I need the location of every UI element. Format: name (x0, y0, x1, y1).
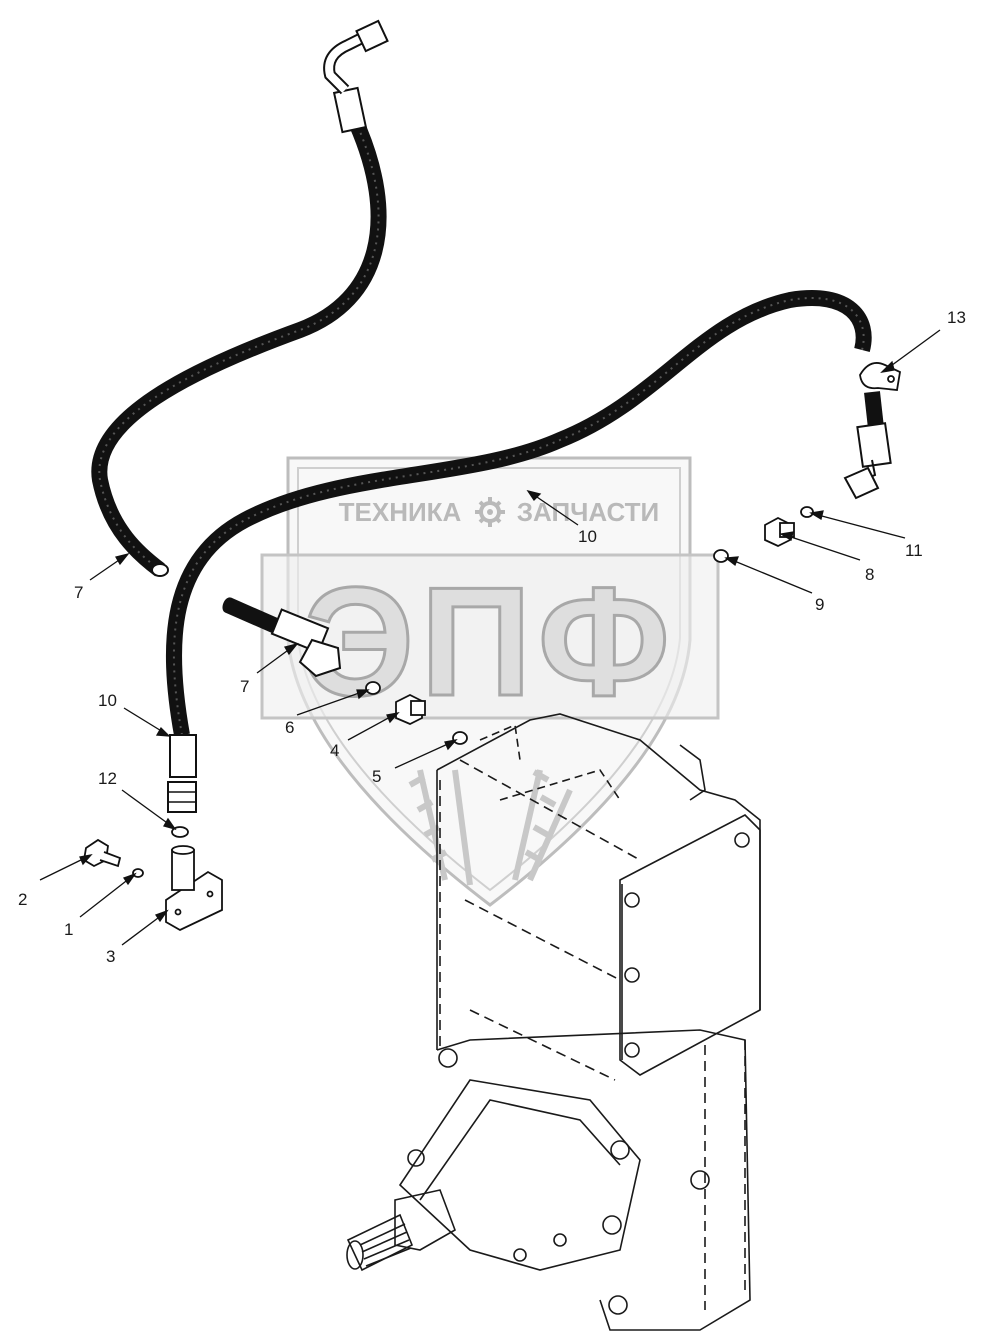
hose-7-upper (91, 19, 389, 577)
callout-9: 9 (815, 595, 824, 614)
callout-1: 1 (64, 920, 73, 939)
watermark-right-word: ЗАПЧАСТИ (517, 497, 660, 527)
leader-lines (39, 329, 941, 946)
callouts: 13 10 11 8 9 7 7 6 4 5 10 12 2 1 3 (18, 308, 966, 966)
callout-11: 11 (905, 541, 923, 560)
callout-13: 13 (947, 308, 966, 327)
bolt-2 (83, 838, 122, 868)
gearbox-housing (346, 713, 761, 1331)
wheat-icon (408, 769, 573, 886)
callout-7-upper: 7 (74, 583, 83, 602)
callout-5: 5 (372, 767, 381, 786)
o-ring-9 (713, 549, 729, 563)
callout-3: 3 (106, 947, 115, 966)
gear-icon (475, 497, 505, 527)
hose-10 (165, 290, 892, 813)
callout-12: 12 (98, 769, 117, 788)
callout-10-upper: 10 (578, 527, 597, 546)
union-4 (395, 693, 426, 725)
watermark-left-word: ТЕХНИКА (339, 497, 462, 527)
callout-8: 8 (865, 565, 874, 584)
callout-6: 6 (285, 718, 294, 737)
hose-7-lower (222, 597, 342, 678)
flange-adapter-3 (165, 845, 223, 932)
callout-7-lower: 7 (240, 677, 249, 696)
watermark-logo: ЭПФ (304, 555, 676, 728)
watermark: ТЕХНИКА ЗАПЧАСТИ ЭПФ (260, 456, 720, 907)
o-ring-5 (452, 731, 468, 745)
o-ring-11 (800, 506, 814, 518)
callout-4: 4 (330, 741, 339, 760)
washer-1 (132, 868, 144, 878)
o-ring-6 (365, 681, 381, 695)
callout-2: 2 (18, 890, 27, 909)
callout-10-lower: 10 (98, 691, 117, 710)
